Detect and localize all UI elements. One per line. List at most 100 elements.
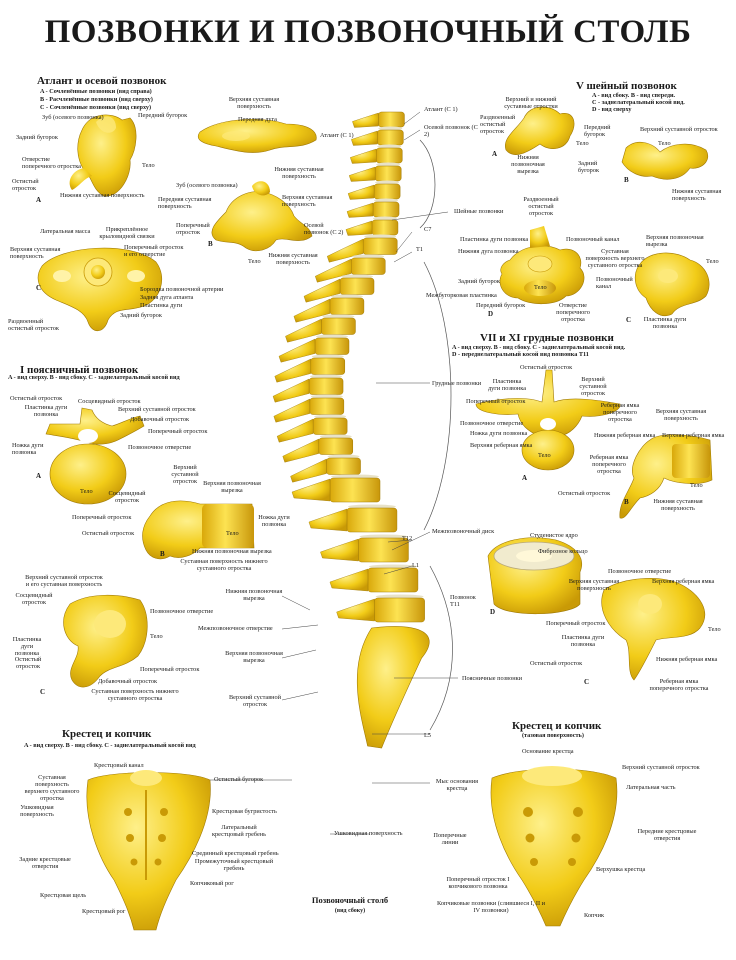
letter-b: B bbox=[160, 550, 165, 558]
vertebral-column-figure bbox=[272, 111, 430, 749]
letter-a: A bbox=[36, 472, 42, 480]
thoracic-sub-a: A - вид сверху. B - вид сбоку. C - задне… bbox=[452, 344, 626, 351]
label: Тело bbox=[690, 482, 703, 489]
label: Пластинка дуги позвонка bbox=[12, 636, 42, 657]
label: Студенистое ядро bbox=[530, 532, 578, 539]
lumbar-figure-a bbox=[45, 407, 145, 505]
label: Задние крестцовые отверстия bbox=[19, 856, 71, 870]
label: Нижняя позвоночная вырезка bbox=[511, 154, 545, 175]
label: Раздвоенный остистый отросток bbox=[523, 196, 559, 217]
label: Передняя суставная поверхность bbox=[158, 196, 212, 210]
label: Верхняя реберная ямка bbox=[652, 578, 715, 585]
lumbar-spinous-process bbox=[336, 598, 375, 622]
cervical-sub-a: A - вид сбоку. B - вид спереди. bbox=[592, 92, 676, 99]
label: Поперечные линии bbox=[433, 832, 467, 846]
atlas-axis-figure-b-top bbox=[197, 119, 317, 153]
atlas-sub-a: A - Сочленённые позвонки (вид справа) bbox=[40, 88, 152, 95]
label: C7 bbox=[424, 226, 432, 233]
label: Поясничные позвонки bbox=[462, 675, 523, 682]
label: Грудные позвонки bbox=[432, 380, 482, 387]
thoracic-vertebra-body bbox=[351, 257, 386, 275]
lumbar-vertebra-body bbox=[358, 537, 409, 563]
letter-a: A bbox=[36, 196, 42, 204]
label: Верхний суставной отросток и его суставн… bbox=[25, 574, 103, 588]
label: Прикреплённое крыловидной связки bbox=[99, 226, 155, 240]
label: Ушковидная поверхность bbox=[20, 804, 54, 818]
label: Поперечный отросток bbox=[148, 428, 208, 435]
label: Сосцевидный отросток bbox=[108, 490, 146, 504]
page-title: ПОЗВОНКИ И ПОЗВОНОЧНЫЙ СТОЛБ bbox=[44, 14, 692, 50]
label: Позвоночное отверстие bbox=[460, 420, 524, 427]
label: Пластинка дуги bbox=[140, 302, 183, 309]
label: Зуб (осевого позвонка) bbox=[176, 182, 238, 189]
column-caption-view: (вид сбоку) bbox=[334, 908, 366, 914]
label: T12 bbox=[402, 535, 413, 542]
label: Тело bbox=[142, 162, 155, 169]
lumbar-vertebra-body bbox=[346, 507, 398, 533]
label: Верхняя суставная поверхность bbox=[568, 578, 620, 592]
label: Поперечный отросток bbox=[140, 666, 200, 673]
label: Задний бугорок bbox=[578, 160, 600, 174]
label: Копчиковые позвонки (слившиеся I, II и I… bbox=[436, 900, 546, 914]
label: Нижняя суставная поверхность bbox=[672, 188, 722, 202]
label: Позвоночное отверстие bbox=[608, 568, 672, 575]
label: Позвоночный канал bbox=[596, 276, 633, 290]
cervical-heading: V шейный позвонок bbox=[576, 80, 677, 92]
label: Задняя дуга атланта bbox=[140, 294, 194, 301]
label: Межпозвоночное отверстие bbox=[198, 625, 273, 632]
thoracic-spinous-process bbox=[273, 398, 311, 423]
letter-c: C bbox=[584, 678, 590, 686]
label: Верхняя реберная ямка bbox=[470, 442, 533, 449]
label: Верхушка крестца bbox=[596, 866, 646, 873]
atlas-axis-figure-c bbox=[37, 247, 162, 332]
label: Остистый отросток bbox=[520, 364, 573, 371]
cervical-sub-b: C - заднелатеральный косой вид. bbox=[592, 99, 685, 106]
label: Тело bbox=[80, 488, 93, 495]
label: Нижняя суставная поверхность bbox=[274, 166, 324, 180]
cervical-spinous-process bbox=[351, 130, 378, 146]
label: Нижняя суставная поверхность bbox=[653, 498, 703, 512]
label: Межбугорковая пластинка bbox=[426, 292, 497, 299]
cervical-vertebra-body bbox=[374, 165, 402, 182]
cervical-vertebra-body bbox=[377, 129, 404, 146]
thoracic-heading: VII и XI грудные позвонки bbox=[480, 332, 614, 344]
cervical-figure-c bbox=[634, 252, 710, 317]
label: Поперечный отросток bbox=[176, 222, 210, 236]
label: Тело bbox=[706, 258, 719, 265]
sacrum-pelvic-figure bbox=[490, 766, 618, 927]
label: Крестцовый рог bbox=[82, 908, 126, 915]
label: Нижняя дуга позвонка bbox=[458, 248, 519, 255]
cervical-spinous-process bbox=[350, 148, 377, 164]
lumbar-spinous-process bbox=[329, 568, 369, 592]
label: Раздвоенный остистый отросток bbox=[8, 318, 59, 332]
thoracic-vertebra-body bbox=[309, 397, 345, 415]
label: Пластинка дуги позвонка bbox=[643, 316, 687, 330]
thoracic-spinous-process bbox=[274, 358, 311, 383]
thoracic-spinous-process bbox=[272, 378, 310, 403]
thoracic-spinous-process bbox=[276, 418, 314, 443]
sacrum-posterior-figure bbox=[86, 770, 211, 931]
letter-b: B bbox=[624, 498, 629, 506]
thoracic-figure-d bbox=[487, 537, 582, 615]
thoracic-figure-b bbox=[619, 434, 713, 519]
label: Остистый отросток bbox=[558, 490, 611, 497]
sacrum-left-heading: Крестец и копчик bbox=[62, 728, 152, 740]
label: Остистый отросток bbox=[12, 178, 39, 192]
thoracic-spinous-process bbox=[282, 438, 319, 463]
label: Верхняя позвоночная вырезка bbox=[646, 234, 704, 248]
label: Остистый бугорок bbox=[214, 776, 264, 783]
thoracic-spinous-process bbox=[285, 318, 322, 343]
thoracic-spinous-process bbox=[293, 298, 331, 323]
letter-d: D bbox=[490, 608, 496, 616]
thoracic-spinous-process bbox=[278, 338, 316, 363]
label: Ножка дуги позвонка bbox=[470, 430, 528, 437]
label: L5 bbox=[424, 732, 431, 739]
label: Тело bbox=[226, 530, 239, 537]
label: Сосцевидный отросток bbox=[15, 592, 53, 606]
label: Верхняя суставная поверхность bbox=[10, 246, 61, 260]
label: Верхний суставной отросток bbox=[622, 764, 700, 771]
label: Верхний суставной отросток bbox=[118, 406, 196, 413]
cervical-vertebra-body bbox=[376, 147, 403, 164]
label: Передний бугорок bbox=[584, 124, 611, 138]
label: Поперечный отросток bbox=[546, 620, 606, 627]
